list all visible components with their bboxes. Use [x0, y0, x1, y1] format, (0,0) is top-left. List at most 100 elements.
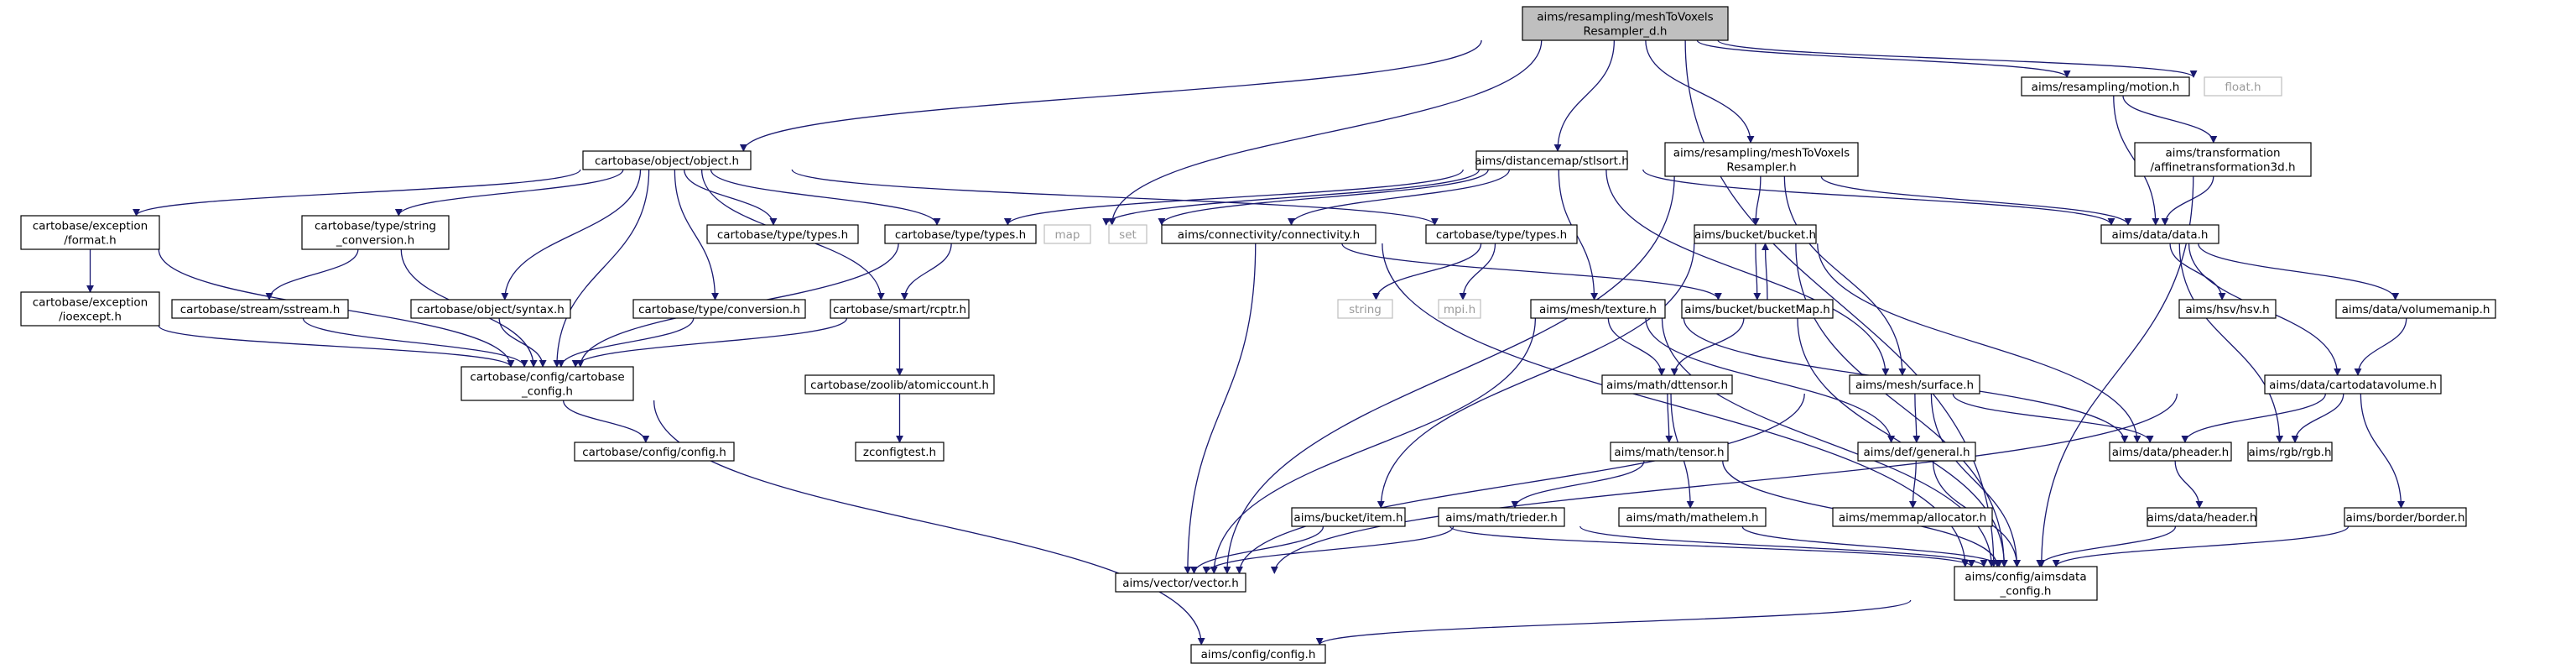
edge-ctypes3-to-string — [1372, 243, 1482, 301]
node-label: cartobase/object/object.h — [595, 154, 739, 168]
node-label: Resampler.h — [1726, 161, 1796, 175]
node-pheader[interactable]: aims/data/pheader.h — [2109, 442, 2232, 462]
edge-sstream-to-cbconfig — [302, 317, 528, 368]
edge-cbconfig-to-cbconfig2 — [562, 400, 650, 443]
node-memmap[interactable]: aims/memmap/allocator.h — [1832, 507, 1993, 527]
edge-datah-to-volmanip — [2198, 243, 2400, 301]
node-label: aims/data/volumemanip.h — [2342, 303, 2490, 316]
edge-surface-to-general — [1912, 393, 1921, 443]
edge-root-to-map — [1108, 39, 1543, 226]
edge-objecth-to-format — [133, 169, 581, 217]
edge-affine-to-aimsconf — [2037, 175, 2194, 567]
node-box — [804, 374, 995, 395]
node-volmanip[interactable]: aims/data/volumemanip.h — [2335, 299, 2496, 319]
edge-volmanip-to-cartovol — [2354, 317, 2407, 376]
node-box — [1425, 224, 1578, 244]
node-item[interactable]: aims/bucket/item.h — [1291, 507, 1406, 527]
node-box — [2109, 442, 2232, 462]
node-cartovol[interactable]: aims/data/cartodatavolume.h — [2264, 374, 2442, 395]
edge-ctypes3-to-mpi — [1459, 243, 1496, 301]
node-aimsconf[interactable]: aims/config/aimsdata_config.h — [1954, 566, 2098, 601]
node-box — [2147, 507, 2257, 527]
node-vector[interactable]: aims/vector/vector.h — [1115, 572, 1246, 593]
node-box — [1438, 299, 1481, 319]
node-cbconfig[interactable]: cartobase/config/cartobase_config.h — [461, 366, 634, 401]
node-zconf[interactable]: zconfigtest.h — [855, 442, 945, 462]
node-connect[interactable]: aims/connectivity/connectivity.h — [1161, 224, 1376, 244]
edge-bucketmap-to-bucket — [1762, 243, 1770, 301]
node-box — [461, 366, 634, 401]
node-trieder[interactable]: aims/math/trieder.h — [1438, 507, 1565, 527]
node-hsv[interactable]: aims/hsv/hsv.h — [2178, 299, 2277, 319]
node-surface[interactable]: aims/mesh/surface.h — [1849, 374, 1980, 395]
node-motion[interactable]: aims/resampling/motion.h — [2021, 76, 2190, 97]
node-syntax[interactable]: cartobase/object/syntax.h — [410, 299, 571, 319]
node-bucketmap[interactable]: aims/bucket/bucketMap.h — [1681, 299, 1834, 319]
edge-stlsort-to-ctypes2 — [1004, 169, 1464, 226]
node-stlsort[interactable]: aims/distancemap/stlsort.h — [1475, 150, 1629, 170]
node-box — [632, 299, 806, 319]
edge-cartovol-to-pheader — [2181, 393, 2327, 443]
node-format[interactable]: cartobase/exception/format.h — [20, 215, 160, 250]
node-root[interactable]: aims/resampling/meshToVoxelsResampler_d.… — [1522, 6, 1729, 41]
node-box — [706, 224, 859, 244]
node-box — [2021, 76, 2190, 97]
node-general[interactable]: aims/def/general.h — [1857, 442, 1976, 462]
node-label: aims/bucket/bucket.h — [1694, 228, 1816, 242]
node-affine[interactable]: aims/transformation/affinetransformation… — [2134, 142, 2312, 177]
node-ctypes3[interactable]: cartobase/type/types.h — [1425, 224, 1578, 244]
edge-root-to-float — [1717, 39, 2198, 78]
edge-datah-to-rgb — [2178, 243, 2284, 443]
node-float: float.h — [2204, 76, 2282, 97]
node-objecth[interactable]: cartobase/object/object.h — [582, 150, 752, 170]
edge-root-to-aimsconf — [1684, 39, 1998, 567]
node-header[interactable]: aims/data/header.h — [2147, 507, 2257, 527]
edge-bucket-to-pheader — [1817, 243, 2141, 443]
node-datah[interactable]: aims/data/data.h — [2100, 224, 2220, 244]
edge-stlsort-to-connect — [1288, 169, 1511, 226]
node-bucket[interactable]: aims/bucket/bucket.h — [1694, 224, 1817, 244]
edge-root-to-stlsort — [1553, 39, 1616, 152]
node-box — [1618, 507, 1767, 527]
node-mathelem[interactable]: aims/math/mathelem.h — [1618, 507, 1767, 527]
node-texture[interactable]: aims/mesh/texture.h — [1530, 299, 1666, 319]
node-label: aims/mesh/texture.h — [1539, 303, 1657, 316]
node-box — [830, 299, 970, 319]
node-label: float.h — [2225, 81, 2261, 94]
node-ctypes2[interactable]: cartobase/type/types.h — [884, 224, 1037, 244]
edge-objecth-to-syntax — [501, 169, 642, 301]
node-rcptr[interactable]: cartobase/smart/rcptr.h — [830, 299, 970, 319]
node-label: aims/mesh/surface.h — [1855, 379, 1974, 392]
edge-cartovol-to-rgb — [2291, 393, 2344, 443]
node-strconv[interactable]: cartobase/type/string_conversion.h — [301, 215, 450, 250]
edge-trieder-to-vector — [1202, 525, 1455, 574]
node-sstream[interactable]: cartobase/stream/sstream.h — [171, 299, 349, 319]
edge-item-to-vector — [1190, 525, 1324, 574]
node-label: aims/memmap/allocator.h — [1839, 511, 1986, 525]
node-border[interactable]: aims/border/border.h — [2344, 507, 2467, 527]
edge-connect-to-vector — [1184, 243, 1257, 574]
node-box — [582, 150, 752, 170]
node-ctypes1[interactable]: cartobase/type/types.h — [706, 224, 859, 244]
node-atomic[interactable]: cartobase/zoolib/atomiccount.h — [804, 374, 995, 395]
edge-m2vr-to-vector — [1223, 175, 1675, 574]
edge-m2vr-to-datah — [1820, 175, 2132, 226]
node-box — [20, 291, 160, 327]
node-tensor[interactable]: aims/math/tensor.h — [1610, 442, 1729, 462]
node-mpi: mpi.h — [1438, 299, 1481, 319]
node-aimsconfig[interactable]: aims/config/config.h — [1190, 644, 1326, 664]
edge-objecth-to-ctypes1 — [684, 169, 778, 226]
node-label: cartobase/type/types.h — [895, 228, 1026, 242]
node-box — [2100, 224, 2220, 244]
node-rgb[interactable]: aims/rgb/rgb.h — [2247, 442, 2333, 462]
node-dttensor[interactable]: aims/math/dttensor.h — [1601, 374, 1733, 395]
node-label: map — [1055, 228, 1080, 242]
node-cbconfig2[interactable]: cartobase/config/config.h — [574, 442, 735, 462]
node-box — [1832, 507, 1993, 527]
node-ioexcept[interactable]: cartobase/exception/ioexcept.h — [20, 291, 160, 327]
node-box — [1438, 507, 1565, 527]
node-conv[interactable]: cartobase/type/conversion.h — [632, 299, 806, 319]
node-label: aims/data/header.h — [2147, 511, 2257, 525]
